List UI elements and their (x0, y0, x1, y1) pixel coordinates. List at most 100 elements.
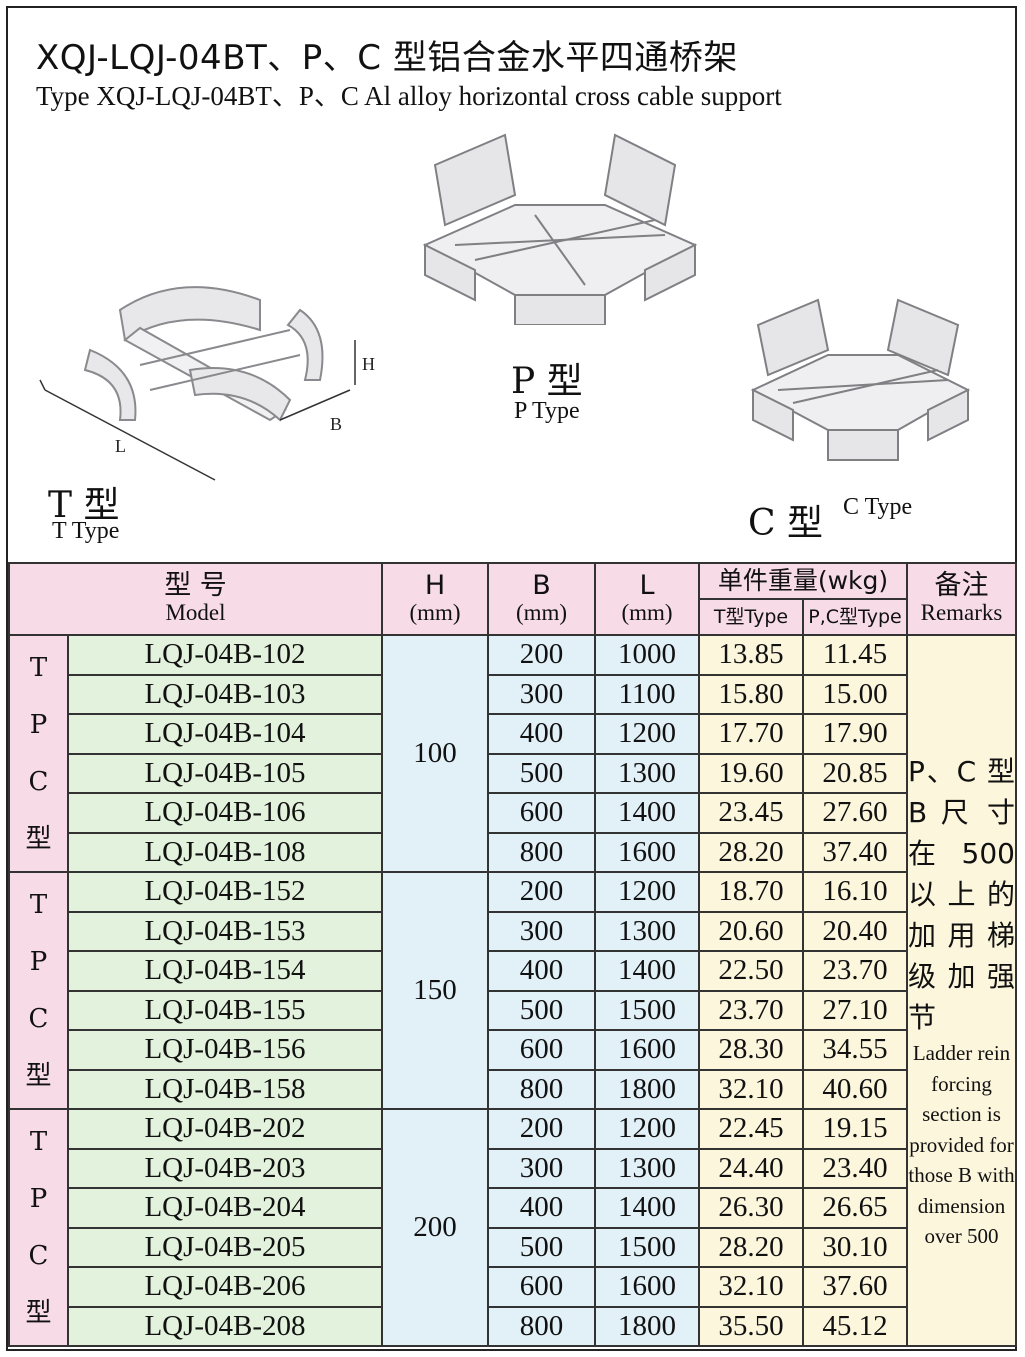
weight-pc-cell: 11.45 (802, 634, 908, 676)
header-model: 型 号 Model (8, 562, 383, 636)
b-cell: 600 (487, 792, 596, 834)
b-cell: 800 (487, 831, 596, 873)
weight-t-cell: 26.30 (698, 1187, 804, 1229)
weight-pc-cell: 19.15 (802, 1108, 908, 1150)
c-type-label-cn: C 型 (748, 503, 823, 544)
t-type-illustration-icon: L B H (39, 286, 375, 481)
t-type-label-cn: T 型 (48, 485, 120, 526)
model-cell: LQJ-04B-103 (67, 673, 383, 715)
model-cell: LQJ-04B-208 (67, 1305, 383, 1347)
weight-pc-cell: 15.00 (802, 673, 908, 715)
p-type-illustration-icon (422, 133, 698, 325)
weight-t-cell: 28.20 (698, 831, 804, 873)
b-cell: 300 (487, 910, 596, 952)
header-weight: 单件重量(wkg) (698, 562, 908, 600)
dim-l-label: L (115, 436, 126, 456)
model-cell: LQJ-04B-204 (67, 1187, 383, 1229)
b-cell: 300 (487, 1147, 596, 1189)
l-cell: 1300 (594, 1147, 700, 1189)
weight-t-cell: 28.20 (698, 1226, 804, 1268)
header-model-en: Model (165, 600, 226, 625)
l-cell: 1500 (594, 989, 700, 1031)
weight-t-cell: 22.50 (698, 950, 804, 992)
weight-pc-cell: 30.10 (802, 1226, 908, 1268)
h-cell: 100 (381, 634, 489, 873)
series-char: T (29, 652, 48, 683)
l-cell: 1000 (594, 634, 700, 676)
header-h-label: H (424, 570, 446, 601)
p-type-label-cn: P 型 (511, 361, 583, 402)
b-cell: 600 (487, 1266, 596, 1308)
b-cell: 200 (487, 871, 596, 913)
l-cell: 1500 (594, 1226, 700, 1268)
weight-t-cell: 18.70 (698, 871, 804, 913)
l-cell: 1800 (594, 1068, 700, 1110)
series-char: C (28, 1240, 49, 1271)
model-cell: LQJ-04B-155 (67, 989, 383, 1031)
h-cell: 200 (381, 1108, 489, 1347)
l-cell: 1400 (594, 1187, 700, 1229)
l-cell: 1300 (594, 752, 700, 794)
series-char: T (29, 1126, 48, 1157)
header-l-label: L (639, 570, 655, 601)
b-cell: 500 (487, 752, 596, 794)
weight-pc-cell: 45.12 (802, 1305, 908, 1347)
l-cell: 1100 (594, 673, 700, 715)
weight-pc-cell: 23.40 (802, 1147, 908, 1189)
header-b-unit: (mm) (515, 600, 568, 625)
p-type-label-en: P Type (514, 398, 580, 424)
page-frame (6, 6, 1017, 1351)
l-cell: 1600 (594, 1266, 700, 1308)
weight-pc-cell: 20.85 (802, 752, 908, 794)
weight-pc-cell: 40.60 (802, 1068, 908, 1110)
remarks-cn: P、C 型 B 尺 寸 在500 以 上 的 加 用 梯 级 加 强 节 (908, 755, 1015, 1035)
model-cell: LQJ-04B-203 (67, 1147, 383, 1189)
weight-t-cell: 22.45 (698, 1108, 804, 1150)
l-cell: 1600 (594, 831, 700, 873)
t-type-label-en: T Type (52, 518, 120, 544)
weight-pc-cell: 34.55 (802, 1029, 908, 1071)
model-cell: LQJ-04B-104 (67, 713, 383, 755)
weight-t-cell: 32.10 (698, 1266, 804, 1308)
series-char: 型 (25, 1060, 52, 1091)
series-char: P (29, 709, 48, 740)
spec-table: 型 号 Model H (mm) B (mm) L (mm) 单件重量(wkg)… (8, 562, 1017, 1347)
weight-pc-cell: 37.60 (802, 1266, 908, 1308)
remarks-en: Ladder rein forcing section is provided … (908, 1041, 1015, 1249)
weight-pc-cell: 23.70 (802, 950, 908, 992)
b-cell: 300 (487, 673, 596, 715)
weight-pc-cell: 26.65 (802, 1187, 908, 1229)
series-char: P (29, 1183, 48, 1214)
b-cell: 400 (487, 1187, 596, 1229)
weight-t-cell: 20.60 (698, 910, 804, 952)
b-cell: 200 (487, 1108, 596, 1150)
h-cell: 150 (381, 871, 489, 1110)
header-h: H (mm) (381, 562, 489, 636)
model-cell: LQJ-04B-102 (67, 634, 383, 676)
weight-pc-cell: 27.10 (802, 989, 908, 1031)
model-cell: LQJ-04B-205 (67, 1226, 383, 1268)
model-cell: LQJ-04B-156 (67, 1029, 383, 1071)
header-l: L (mm) (594, 562, 700, 636)
header-weight-pc: P,C型Type (802, 598, 908, 636)
weight-t-cell: 13.85 (698, 634, 804, 676)
c-type-label-en: C Type (843, 494, 913, 520)
weight-t-cell: 32.10 (698, 1068, 804, 1110)
series-char: P (29, 946, 48, 977)
weight-t-cell: 23.70 (698, 989, 804, 1031)
model-cell: LQJ-04B-154 (67, 950, 383, 992)
b-cell: 200 (487, 634, 596, 676)
